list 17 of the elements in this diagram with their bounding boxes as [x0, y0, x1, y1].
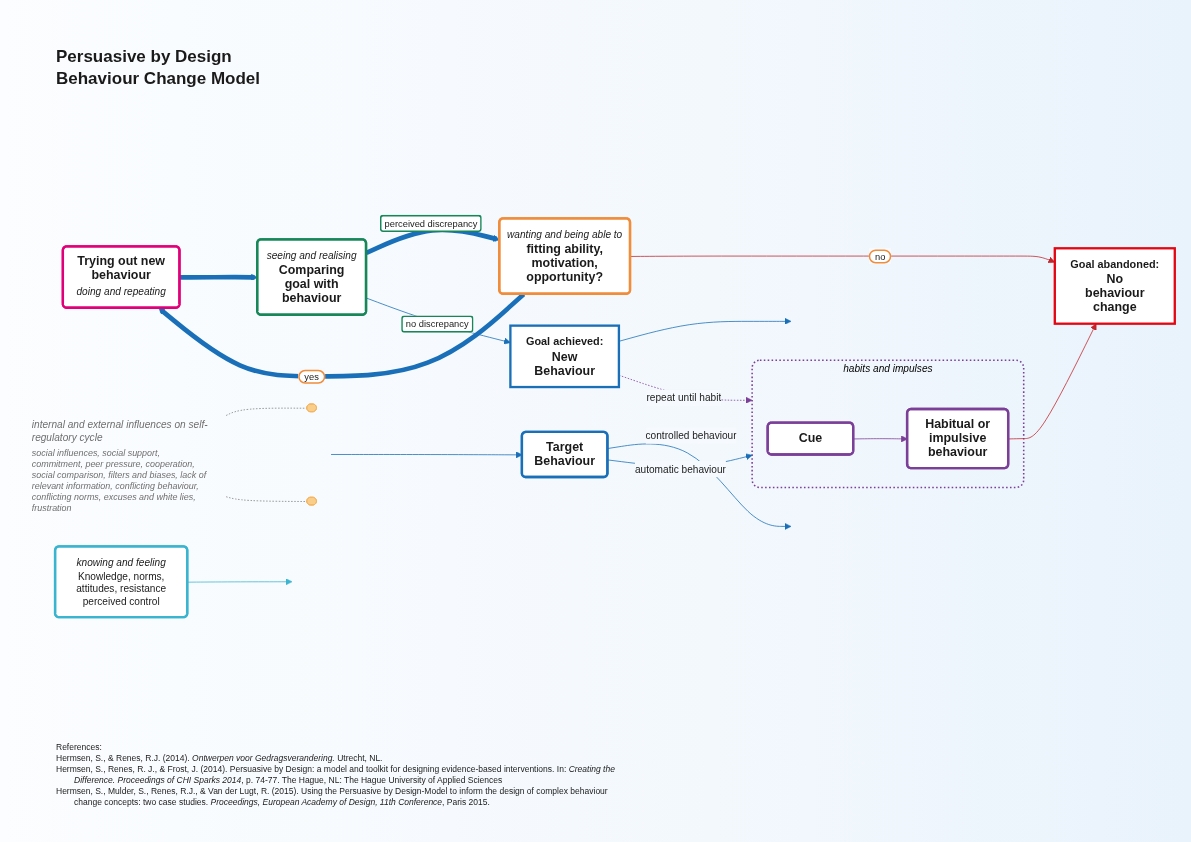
edge-label: automatic behaviour [634, 463, 726, 475]
diagram-title: Persuasive by Design Behaviour Change Model [56, 46, 262, 90]
node-box: Goal abandoned: No behaviour change [1053, 247, 1176, 325]
reference-text: Hermsen, S., & Renes, R.J. (2014). Ontwerpen voor Gedragsverandering. Utrecht, NL. [56, 753, 384, 764]
reference-text: Hermsen, S., Renes, R. J., & Frost, J. (2014). Persuasive by Design: a model and toolkit for designing evidence-based interventions. In: Creating the Difference. Proceedings of CHI Sparks 2014, p. 74-77. The Hague, NL: The Hague University of Applied Sciences [56, 764, 616, 786]
connector [225, 407, 308, 416]
node-text: internal and external influences on self-regulatory cycle social influences, social support, commitment, peer pressure, cooperation, social comparison, filters and biases, lack of relevant information, conflicting behaviour, conflicting norms, excuses and white lies, frustration [31, 418, 208, 513]
arrow [179, 273, 258, 281]
edge-label: no [874, 251, 886, 262]
edge-label: no discrepancy [405, 318, 469, 330]
references-heading: References: [56, 742, 103, 753]
edge-label: perceived discrepancy [384, 217, 478, 229]
reference-text: Hermsen, S., Mulder, S., Renes, R.J., & Van der Lugt, R. (2015). Using the Persuasive by Design-Model to inform the design of complex behaviour change concepts: two case studies. Proceedings, European Academy of Design, 11th Conference, Paris 2015. [56, 786, 609, 808]
edge-label: yes [304, 371, 319, 383]
edge-label: controlled behaviour [645, 429, 737, 442]
node-box: Goal achieved: New Behaviour [509, 324, 621, 389]
edge-label: repeat until habit [646, 391, 722, 404]
